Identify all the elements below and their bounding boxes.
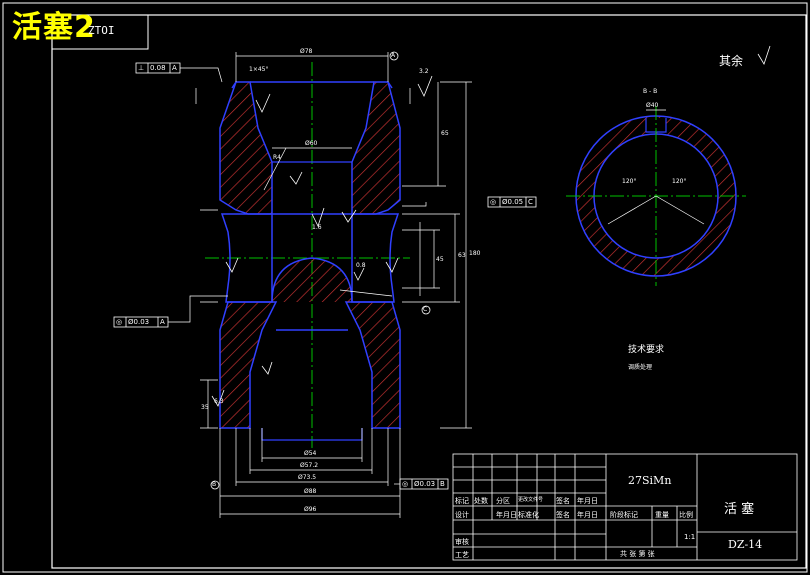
corner-code: ZTOI [88, 24, 115, 37]
tb-r1-c2: 处数 [474, 497, 488, 505]
dim-angle-1: 120° [622, 178, 637, 185]
title-block [452, 453, 798, 561]
sheets: 共 张 第 张 [620, 550, 655, 558]
dim-radius: R4 [273, 154, 281, 161]
leader-lines [168, 67, 427, 485]
frame-3-datum: A [160, 318, 165, 326]
dim-rough-3: 6.3 [214, 398, 224, 405]
tb-r1-c6: 年月日 [577, 497, 598, 505]
scale: 1:1 [684, 533, 696, 541]
part-name: 活 塞 [724, 502, 755, 517]
dim-bottom-2: Ø57.2 [300, 462, 319, 469]
tb-scale-header: 比例 [679, 511, 693, 519]
tb-process: 工艺 [455, 551, 469, 559]
frame-3-symbol: ◎ [116, 318, 123, 326]
frame-1-datum: A [172, 64, 177, 72]
dim-section: Ø40 [646, 102, 659, 109]
material: 27SiMn [628, 474, 672, 487]
tb-weight-header: 重量 [655, 511, 669, 519]
dim-height-total: 180 [469, 250, 481, 257]
tb-r2-c1: 设计 [455, 511, 469, 519]
datum-b: B [212, 481, 217, 488]
feature-frames [113, 62, 537, 490]
dim-chamfer: 1×45° [249, 66, 269, 73]
tb-r1-c1: 标记 [455, 497, 469, 505]
frame-1-value: 0.08 [150, 64, 166, 72]
dim-rough-4: 0.8 [356, 262, 366, 269]
frame-2-symbol: ◎ [490, 198, 497, 206]
frame-4-symbol: ◎ [402, 480, 409, 488]
dim-bottom-3: Ø73.5 [298, 474, 317, 481]
datum-markers [210, 51, 431, 490]
tb-r2-c4: 标准化 [518, 511, 539, 519]
tb-r2-c5: 签名 [556, 511, 570, 519]
left-wall-lower [219, 301, 278, 429]
inner-frame [51, 14, 807, 569]
tb-stage-header: 阶段标记 [610, 511, 638, 519]
frame-4-value: Ø0.03 [414, 480, 436, 488]
tb-r1-c4: 更改文件号 [518, 497, 544, 503]
right-wall-lower [344, 301, 401, 429]
dim-top-width: Ø78 [300, 48, 313, 55]
roughness-note: 其余 [719, 54, 744, 68]
frame-1-symbol: ⊥ [138, 64, 145, 72]
tb-r1-c5: 签名 [556, 497, 570, 505]
tb-r2-c3: 年月日 [496, 511, 517, 519]
main-section-view [205, 62, 410, 448]
section-b-view [566, 106, 746, 286]
datum-a: A [391, 52, 396, 59]
overlay-title: 活塞2 [12, 10, 96, 45]
dim-rough-2: 1.6 [312, 224, 322, 231]
dim-bottom-inner: Ø54 [304, 450, 317, 457]
dim-height-upper: 65 [441, 130, 449, 137]
dim-bottom-5: Ø96 [304, 506, 317, 513]
corner-code-box [51, 14, 149, 50]
dim-rough-1: 3.2 [419, 68, 429, 75]
dimension-lines [195, 52, 472, 518]
datum-c: C [423, 306, 428, 313]
dim-height-sub: 35 [201, 404, 209, 411]
right-wall [351, 81, 401, 215]
frame-3-value: Ø0.03 [128, 318, 150, 326]
roughness-symbols [211, 45, 771, 407]
dim-height-mid2: 45 [436, 256, 444, 263]
frame-4-datum: B [440, 480, 445, 488]
tb-r1-c3: 分区 [496, 497, 510, 505]
tech-requirements-heading: 技术要求 [628, 345, 665, 355]
frame-2-datum: C [528, 198, 533, 206]
dim-inner-dia: Ø60 [305, 140, 318, 147]
dim-bottom-4: Ø88 [304, 488, 317, 495]
section-label: B - B [643, 88, 658, 95]
dim-angle-2: 120° [672, 178, 687, 185]
frame-2-value: Ø0.05 [502, 198, 524, 206]
tb-r2-c6: 年月日 [577, 511, 598, 519]
tb-approve: 审核 [455, 538, 469, 546]
drawing-no: DZ-14 [728, 538, 763, 551]
dim-height-mid: 63 [458, 252, 466, 259]
tech-requirements-line1: 调质处理 [628, 364, 653, 371]
left-wall [219, 81, 273, 215]
